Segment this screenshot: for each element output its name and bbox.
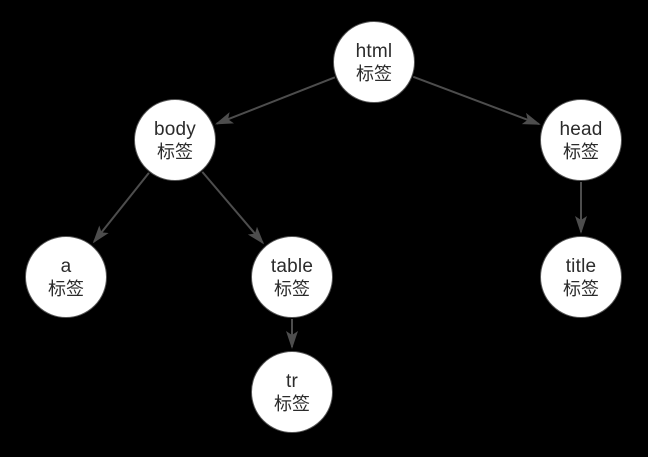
node-html-tag: html xyxy=(355,40,393,62)
node-head-tag: head xyxy=(559,118,603,140)
node-a-tag: a xyxy=(60,255,72,277)
node-table-sub: 标签 xyxy=(274,278,310,299)
edge-html-to-head xyxy=(412,75,541,126)
node-body-tag: body xyxy=(153,118,196,140)
edge-body-to-table xyxy=(201,171,265,245)
node-body[interactable]: body 标签 xyxy=(134,99,216,181)
node-body-sub: 标签 xyxy=(157,141,193,162)
node-a[interactable]: a 标签 xyxy=(25,236,107,318)
node-table-tag: table xyxy=(270,255,314,277)
node-html-sub: 标签 xyxy=(356,63,392,84)
node-tr-sub: 标签 xyxy=(274,393,310,414)
node-title-sub: 标签 xyxy=(563,278,599,299)
node-table[interactable]: table 标签 xyxy=(251,236,333,318)
node-tr-tag: tr xyxy=(285,370,298,392)
node-head[interactable]: head 标签 xyxy=(540,99,622,181)
node-html[interactable]: html 标签 xyxy=(333,21,415,103)
node-tr[interactable]: tr 标签 xyxy=(251,351,333,433)
node-title-tag: title xyxy=(565,255,597,277)
edge-html-to-body xyxy=(215,76,336,125)
node-a-sub: 标签 xyxy=(48,278,84,299)
node-title[interactable]: title 标签 xyxy=(540,236,622,318)
edge-body-to-a xyxy=(92,172,150,244)
node-head-sub: 标签 xyxy=(563,141,599,162)
